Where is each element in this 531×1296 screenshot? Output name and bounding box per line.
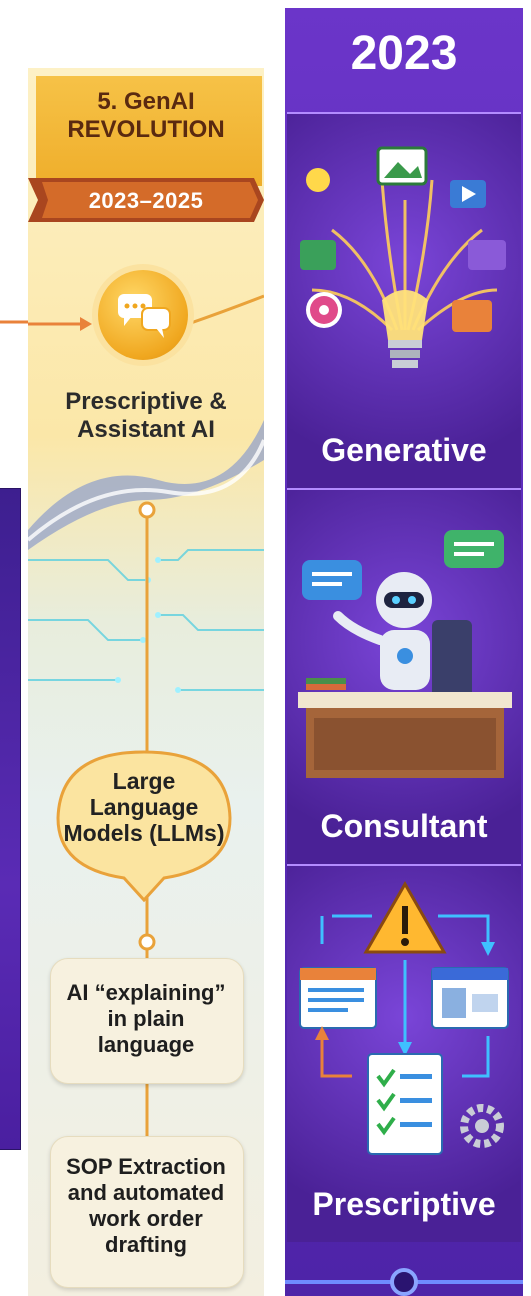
consultant-label: Consultant bbox=[320, 808, 488, 844]
subtitle-line-1: Prescriptive & bbox=[65, 388, 227, 415]
genai-title: 5. GenAI REVOLUTION bbox=[28, 88, 264, 144]
explaining-line-2: in plain bbox=[107, 1006, 185, 1031]
chat-bubbles-icon bbox=[98, 270, 188, 360]
sop-line-3: work order bbox=[89, 1206, 203, 1231]
wave-band-decoration bbox=[28, 420, 264, 550]
robot-desk-icon bbox=[298, 530, 512, 778]
explaining-box-label: AI “explaining” in plain language bbox=[50, 980, 242, 1058]
timeline-bottom-ring bbox=[285, 1268, 523, 1296]
explaining-box bbox=[50, 958, 244, 1084]
llm-line-3: Models (LLMs) bbox=[63, 820, 225, 846]
genai-subtitle: Prescriptive & Assistant AI bbox=[28, 388, 264, 444]
sop-line-4: drafting bbox=[105, 1232, 187, 1257]
title-line-1: 5. GenAI bbox=[97, 88, 195, 115]
subtitle-line-2: Assistant AI bbox=[77, 416, 215, 443]
llm-node-shape bbox=[56, 750, 232, 903]
explaining-line-3: language bbox=[97, 1032, 195, 1057]
prescriptive-label: Prescriptive bbox=[312, 1186, 496, 1222]
sop-box-label: SOP Extraction and automated work order … bbox=[50, 1154, 242, 1258]
left-panel-sliver bbox=[0, 488, 21, 1150]
sop-box bbox=[50, 1136, 244, 1288]
sop-line-2: and automated bbox=[67, 1180, 225, 1205]
genai-header bbox=[36, 76, 262, 186]
circuit-lines-decoration bbox=[28, 549, 264, 693]
year-heading: 2023 bbox=[350, 27, 458, 80]
warning-checklist-icon bbox=[299, 880, 509, 1155]
llm-line-2: Language bbox=[89, 794, 199, 820]
years-label: 2023–2025 bbox=[88, 188, 204, 213]
llm-line-1: Large bbox=[112, 768, 176, 794]
years-ribbon bbox=[28, 178, 264, 222]
explaining-line-1: AI “explaining” bbox=[66, 980, 226, 1005]
llm-node-label: Large Language Models (LLMs) bbox=[52, 768, 236, 846]
sop-line-1: SOP Extraction bbox=[66, 1154, 226, 1179]
title-line-2: REVOLUTION bbox=[67, 116, 225, 143]
chat-connector bbox=[28, 294, 264, 331]
lightbulb-media-icon bbox=[300, 146, 506, 368]
generative-label: Generative bbox=[321, 432, 487, 468]
